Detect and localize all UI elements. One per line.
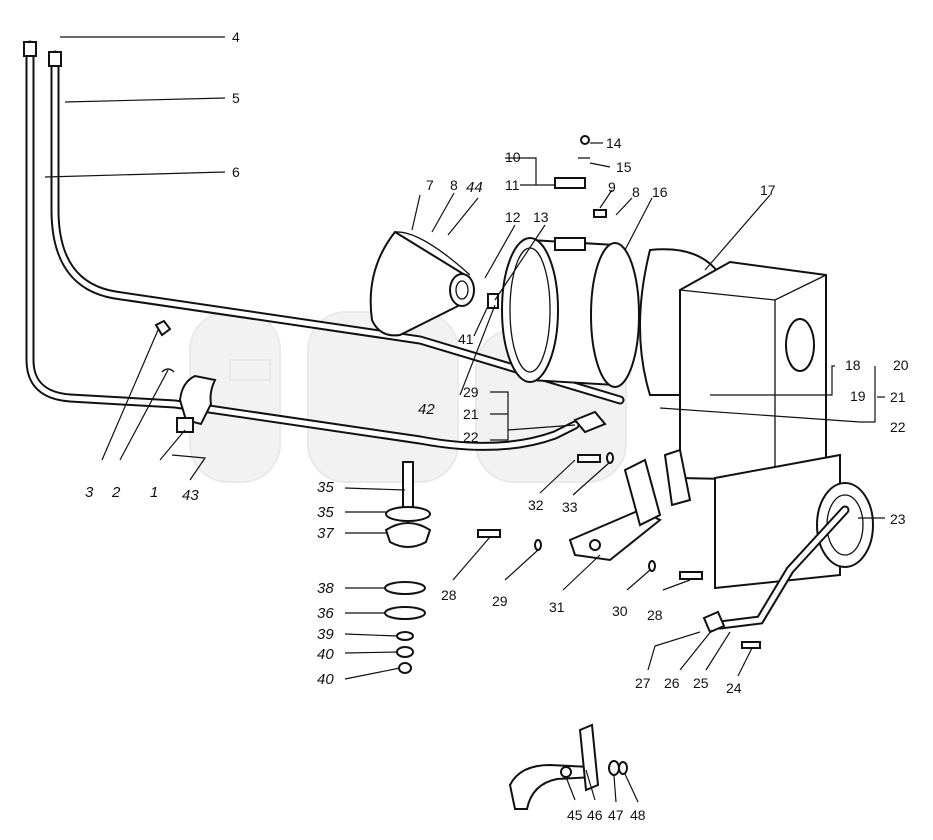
label-24: 24 xyxy=(726,680,742,696)
label-32: 33 xyxy=(562,499,578,515)
label-40-text: 40 xyxy=(317,671,334,688)
label-29b: 30 xyxy=(612,603,628,619)
label-16: 16 xyxy=(652,184,668,200)
label-33: 29 xyxy=(463,384,479,400)
label-27: 27 xyxy=(635,675,651,691)
label-45: 45 xyxy=(567,807,583,823)
label-2: 2 xyxy=(111,484,121,501)
label-1: 1 xyxy=(150,484,158,501)
label-3: 3 xyxy=(85,484,94,501)
air-cleaner-cover xyxy=(369,230,475,337)
label-30: 31 xyxy=(549,599,565,615)
label-10: 10 xyxy=(505,149,521,165)
label-29a-text: 29 xyxy=(492,593,508,609)
label-25: 25 xyxy=(693,675,709,691)
label-7: 7 xyxy=(426,177,434,193)
label-5: 5 xyxy=(232,90,240,106)
label-11: 11 xyxy=(505,177,520,193)
label-41: 41 xyxy=(458,331,474,347)
label-13: 13 xyxy=(533,209,549,225)
engine-block xyxy=(679,260,874,590)
label-46: 46 xyxy=(587,807,603,823)
label-26: 26 xyxy=(664,675,680,691)
label-23: 23 xyxy=(890,511,906,527)
label-35a: 35 xyxy=(317,504,334,521)
label-39: 40 xyxy=(317,646,334,663)
label-42: 42 xyxy=(418,401,435,418)
label-31: 32 xyxy=(528,497,544,513)
label-6: 6 xyxy=(232,164,240,180)
label-20: 20 xyxy=(893,357,909,373)
part-number-labels: 4 5 6 3 2 1 43 7 8 44 10 11 12 13 14 15 … xyxy=(85,29,909,823)
label-28b: 28 xyxy=(647,607,663,623)
label-36: 37 xyxy=(317,525,334,542)
label-47: 47 xyxy=(608,807,624,823)
label-14: 14 xyxy=(606,135,622,151)
lower-bracket xyxy=(508,723,628,810)
label-19: 19 xyxy=(850,388,866,404)
air-cleaner-body xyxy=(487,237,640,388)
label-43: 43 xyxy=(182,487,199,504)
label-22a: 22 xyxy=(463,429,479,445)
label-21a: 21 xyxy=(463,406,479,422)
hose-clamp xyxy=(154,319,217,433)
label-4: 4 xyxy=(232,29,240,45)
label-35b: 36 xyxy=(317,605,334,622)
label-48: 48 xyxy=(630,807,646,823)
hose-assembly xyxy=(23,40,625,451)
label-22b: 22 xyxy=(890,419,906,435)
label-8a: 8 xyxy=(450,177,458,193)
mounting-bracket xyxy=(568,448,692,562)
label-15: 15 xyxy=(616,159,632,175)
label-9: 9 xyxy=(608,179,616,195)
label-28a: 28 xyxy=(441,587,457,603)
label-18: 18 xyxy=(845,357,861,373)
label-38: 39 xyxy=(317,626,334,643)
fasteners xyxy=(477,135,761,649)
label-21b: 21 xyxy=(890,389,906,405)
label-37: 38 xyxy=(317,580,334,597)
leader-lines xyxy=(44,36,885,803)
label-12: 12 xyxy=(505,209,521,225)
label-44: 44 xyxy=(466,179,483,196)
oil-line xyxy=(702,505,850,634)
label-34: 35 xyxy=(317,479,334,496)
label-17: 17 xyxy=(760,182,776,198)
mount-stack xyxy=(384,461,432,674)
label-8b: 8 xyxy=(632,184,640,200)
